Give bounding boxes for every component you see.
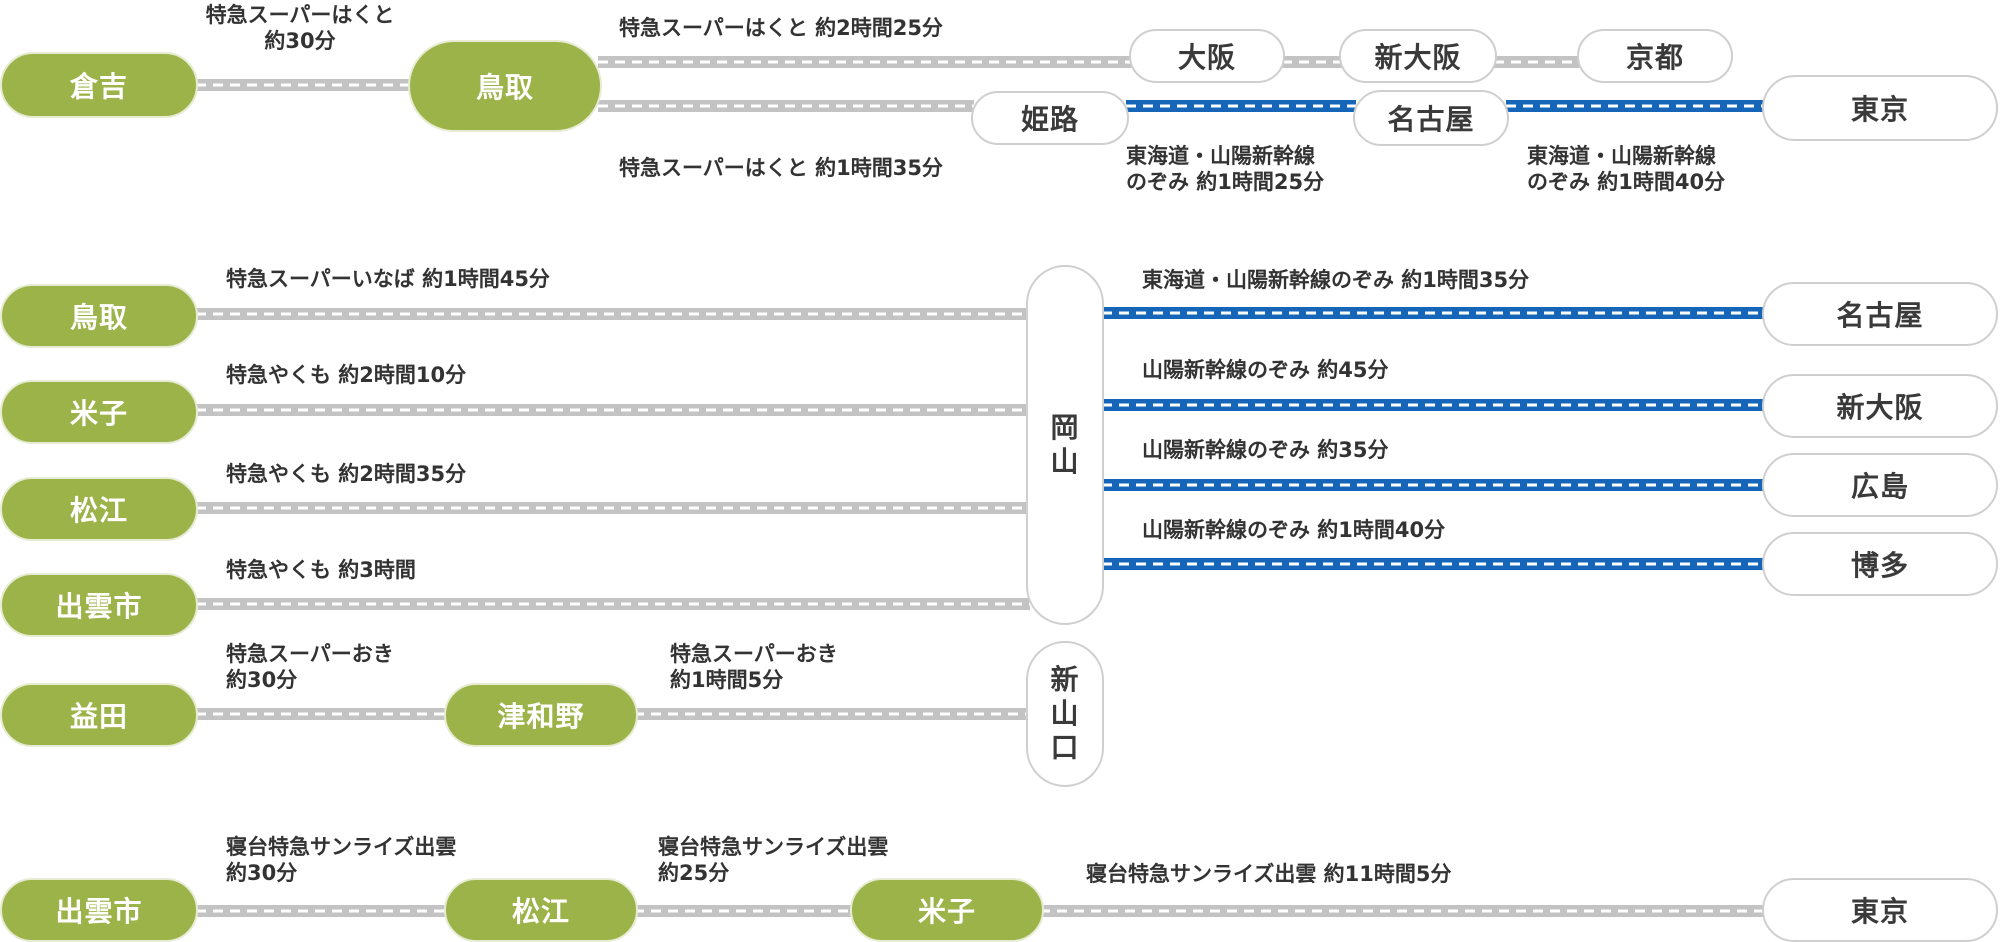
label-line-2: 約1時間5分 bbox=[670, 668, 784, 692]
station-okayama: 岡 山 bbox=[1026, 265, 1104, 625]
station-label: 米子 bbox=[917, 895, 976, 928]
station-label: 京都 bbox=[1625, 41, 1684, 74]
station-label: 松江 bbox=[511, 895, 570, 928]
station-label: 新大阪 bbox=[1374, 41, 1462, 74]
station-label: 倉吉 bbox=[69, 70, 128, 103]
station-label: 東京 bbox=[1850, 93, 1909, 126]
station-nagoya-top: 名古屋 bbox=[1353, 90, 1509, 146]
label-kurayoshi-tottori: 特急スーパーはくと 約30分 bbox=[182, 2, 418, 54]
label-text: 特急スーパーいなば 約1時間45分 bbox=[226, 267, 550, 291]
station-label-char: 口 bbox=[1050, 731, 1080, 764]
station-label: 広島 bbox=[1850, 470, 1909, 503]
label-okayama-hakata: 山陽新幹線のぞみ 約1時間40分 bbox=[1142, 517, 1445, 543]
station-label: 松江 bbox=[69, 494, 128, 527]
label-text: 特急スーパーはくと 約1時間35分 bbox=[619, 156, 943, 180]
label-sunrise-2: 寝台特急サンライズ出雲 約25分 bbox=[658, 834, 888, 886]
station-label: 益田 bbox=[69, 700, 128, 733]
label-okayama-hiroshima: 山陽新幹線のぞみ 約35分 bbox=[1142, 437, 1389, 463]
label-line-1: 特急スーパーはくと bbox=[205, 3, 395, 27]
label-line-1: 特急スーパーおき bbox=[226, 642, 394, 666]
station-label: 姫路 bbox=[1020, 103, 1079, 136]
label-nozomi-nagoya-tokyo: 東海道・山陽新幹線 のぞみ 約1時間40分 bbox=[1527, 143, 1725, 195]
station-label: 出雲市 bbox=[55, 895, 143, 928]
station-masuda: 益田 bbox=[0, 683, 198, 747]
station-yonago-bottom: 米子 bbox=[850, 878, 1044, 942]
station-label-char: 新 bbox=[1050, 663, 1080, 696]
station-label: 東京 bbox=[1850, 895, 1909, 928]
station-tottori: 鳥取 bbox=[0, 284, 198, 348]
station-himeji: 姫路 bbox=[971, 91, 1129, 145]
label-line-1: 寝台特急サンライズ出雲 bbox=[658, 835, 889, 859]
label-hakuto-himeji: 特急スーパーはくと 約1時間35分 bbox=[619, 155, 943, 181]
station-label: 名古屋 bbox=[1836, 299, 1924, 332]
station-label: 鳥取 bbox=[69, 301, 128, 334]
label-line-2: のぞみ 約1時間25分 bbox=[1126, 170, 1325, 194]
station-label-char: 山 bbox=[1050, 697, 1080, 730]
station-shin-osaka-top: 新大阪 bbox=[1339, 29, 1497, 83]
label-text: 特急やくも 約3時間 bbox=[226, 558, 416, 582]
label-okayama-shinosaka: 山陽新幹線のぞみ 約45分 bbox=[1142, 357, 1389, 383]
station-label: 博多 bbox=[1850, 549, 1909, 582]
station-kurayoshi: 倉吉 bbox=[0, 52, 198, 118]
station-label: 新大阪 bbox=[1836, 391, 1924, 424]
station-label: 鳥取 bbox=[475, 71, 534, 104]
label-line-2: 約25分 bbox=[658, 861, 730, 885]
label-text: 山陽新幹線のぞみ 約35分 bbox=[1142, 438, 1389, 462]
label-line-1: 寝台特急サンライズ出雲 bbox=[226, 835, 457, 859]
station-shin-yamaguchi: 新 山 口 bbox=[1026, 641, 1104, 787]
label-inaba: 特急スーパーいなば 約1時間45分 bbox=[226, 266, 550, 292]
label-line-1: 東海道・山陽新幹線 bbox=[1527, 144, 1716, 168]
label-yakumo-yonago: 特急やくも 約2時間10分 bbox=[226, 362, 466, 388]
station-label: 名古屋 bbox=[1387, 103, 1475, 136]
station-matsue: 松江 bbox=[0, 477, 198, 541]
station-yonago: 米子 bbox=[0, 380, 198, 444]
label-text: 東海道・山陽新幹線のぞみ 約1時間35分 bbox=[1142, 268, 1530, 292]
station-matsue-bottom: 松江 bbox=[444, 878, 638, 942]
label-text: 山陽新幹線のぞみ 約45分 bbox=[1142, 358, 1389, 382]
station-tokyo-bottom: 東京 bbox=[1762, 878, 1998, 942]
label-text: 山陽新幹線のぞみ 約1時間40分 bbox=[1142, 518, 1446, 542]
station-label: 津和野 bbox=[497, 700, 585, 733]
station-nagoya: 名古屋 bbox=[1762, 282, 1998, 346]
label-okayama-nagoya: 東海道・山陽新幹線のぞみ 約1時間35分 bbox=[1142, 267, 1529, 293]
station-shin-osaka: 新大阪 bbox=[1762, 374, 1998, 438]
station-hiroshima: 広島 bbox=[1762, 453, 1998, 517]
label-line-1: 特急スーパーおき bbox=[670, 642, 838, 666]
station-hakata: 博多 bbox=[1762, 532, 1998, 596]
station-tokyo-top: 東京 bbox=[1762, 75, 1998, 141]
station-label-char: 山 bbox=[1050, 445, 1080, 478]
station-izumoshi-bottom: 出雲市 bbox=[0, 878, 198, 942]
label-line-2: 約30分 bbox=[264, 29, 336, 53]
station-label-char: 岡 bbox=[1050, 411, 1080, 444]
label-line-2: 約30分 bbox=[226, 668, 298, 692]
station-label: 米子 bbox=[69, 397, 128, 430]
label-sunrise-3: 寝台特急サンライズ出雲 約11時間5分 bbox=[1086, 861, 1452, 887]
label-oki-masuda: 特急スーパーおき 約30分 bbox=[226, 641, 394, 693]
station-label: 出雲市 bbox=[55, 590, 143, 623]
label-line-2: のぞみ 約1時間40分 bbox=[1527, 170, 1726, 194]
label-sunrise-1: 寝台特急サンライズ出雲 約30分 bbox=[226, 834, 456, 886]
station-tsuwano: 津和野 bbox=[444, 683, 638, 747]
label-oki-tsuwano: 特急スーパーおき 約1時間5分 bbox=[670, 641, 838, 693]
label-nozomi-himeji-nagoya: 東海道・山陽新幹線 のぞみ 約1時間25分 bbox=[1126, 143, 1324, 195]
station-osaka: 大阪 bbox=[1129, 29, 1285, 83]
label-line-2: 約30分 bbox=[226, 861, 298, 885]
label-text: 特急やくも 約2時間35分 bbox=[226, 462, 467, 486]
label-text: 寝台特急サンライズ出雲 約11時間5分 bbox=[1086, 862, 1452, 886]
station-kyoto: 京都 bbox=[1577, 29, 1733, 83]
label-text: 特急やくも 約2時間10分 bbox=[226, 363, 467, 387]
label-yakumo-izumo: 特急やくも 約3時間 bbox=[226, 557, 416, 583]
label-text: 特急スーパーはくと 約2時間25分 bbox=[619, 16, 943, 40]
station-label: 大阪 bbox=[1177, 41, 1236, 74]
label-line-1: 東海道・山陽新幹線 bbox=[1126, 144, 1315, 168]
label-hakuto-osaka: 特急スーパーはくと 約2時間25分 bbox=[619, 15, 943, 41]
station-izumoshi: 出雲市 bbox=[0, 573, 198, 637]
station-tottori-top: 鳥取 bbox=[408, 40, 602, 132]
label-yakumo-matsue: 特急やくも 約2時間35分 bbox=[226, 461, 466, 487]
